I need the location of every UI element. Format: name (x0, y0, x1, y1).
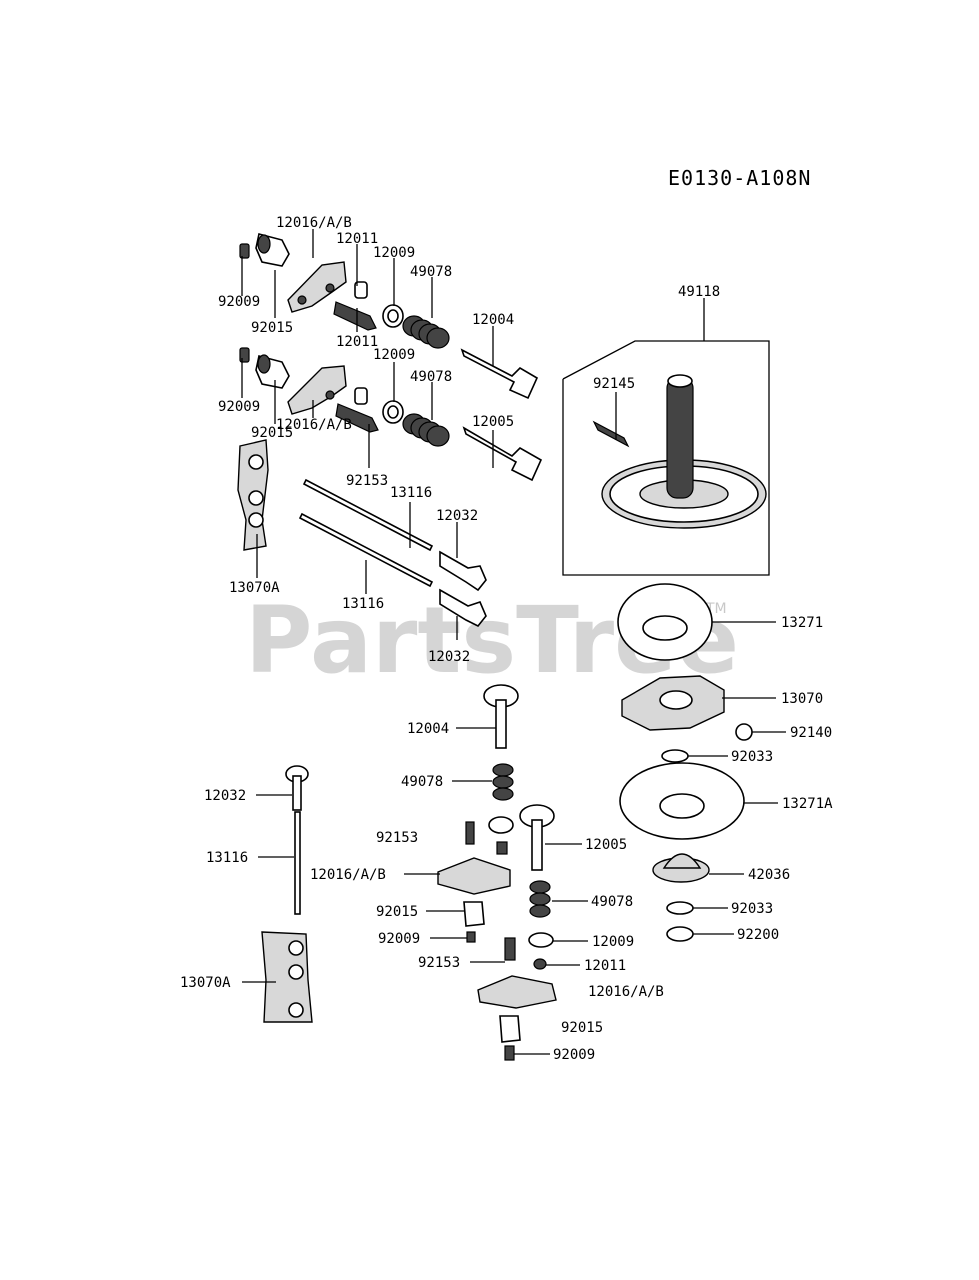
part-label: 92015 (251, 320, 293, 336)
part-label: 49078 (401, 774, 443, 790)
part-label: 12011 (584, 958, 626, 974)
part-label: 92145 (593, 376, 635, 392)
part-label: 92153 (376, 830, 418, 846)
part-label: 13070 (781, 691, 823, 707)
diagram-code: E0130-A108N (668, 166, 811, 190)
part-labels: 12016/A/B 12011 12009 49078 92009 92015 … (180, 215, 833, 1063)
part-label: 49118 (678, 284, 720, 300)
part-label: 92009 (218, 294, 260, 310)
part-label: 12016/A/B (588, 984, 664, 1000)
part-label: 13271 (781, 615, 823, 631)
part-label: 49078 (410, 369, 452, 385)
left-pushrod-group (261, 765, 313, 1023)
part-label: 92140 (790, 725, 832, 741)
part-label: 13070A (229, 580, 280, 596)
part-label: 12011 (336, 334, 378, 350)
part-label: 12009 (592, 934, 634, 950)
part-label: 12011 (336, 231, 378, 247)
right-column-parts (617, 583, 753, 942)
lower-valve-train (437, 684, 557, 1061)
part-label: 92153 (346, 473, 388, 489)
part-label: 92033 (731, 901, 773, 917)
part-label: 49078 (410, 264, 452, 280)
part-label: 12032 (428, 649, 470, 665)
part-label: 12005 (585, 837, 627, 853)
part-label: 12032 (436, 508, 478, 524)
part-label: 12005 (472, 414, 514, 430)
part-label: 92009 (378, 931, 420, 947)
part-label: 12004 (407, 721, 449, 737)
upper-rocker-group (239, 233, 539, 400)
part-label: 49078 (591, 894, 633, 910)
part-label: 92015 (376, 904, 418, 920)
leader-lines (241, 229, 786, 1055)
part-label: 12009 (373, 245, 415, 261)
middle-rocker-group (239, 347, 543, 482)
part-label: 42036 (748, 867, 790, 883)
camshaft (592, 374, 767, 529)
part-label: 12009 (373, 347, 415, 363)
part-label: 13271A (782, 796, 833, 812)
part-label: 13116 (390, 485, 432, 501)
part-label: 92153 (418, 955, 460, 971)
part-label: 13070A (180, 975, 231, 991)
part-label: 12016/A/B (276, 215, 352, 231)
part-label: 92015 (251, 425, 293, 441)
part-label: 92033 (731, 749, 773, 765)
part-label: 92009 (553, 1047, 595, 1063)
part-label: 92015 (561, 1020, 603, 1036)
part-label: 12032 (204, 788, 246, 804)
part-shapes (237, 233, 770, 1061)
part-label: 92200 (737, 927, 779, 943)
part-label: 92009 (218, 399, 260, 415)
part-label: 12016/A/B (276, 417, 352, 433)
part-label: 13116 (342, 596, 384, 612)
part-label: 12004 (472, 312, 514, 328)
part-label: 13116 (206, 850, 248, 866)
part-label: 12016/A/B (310, 867, 386, 883)
